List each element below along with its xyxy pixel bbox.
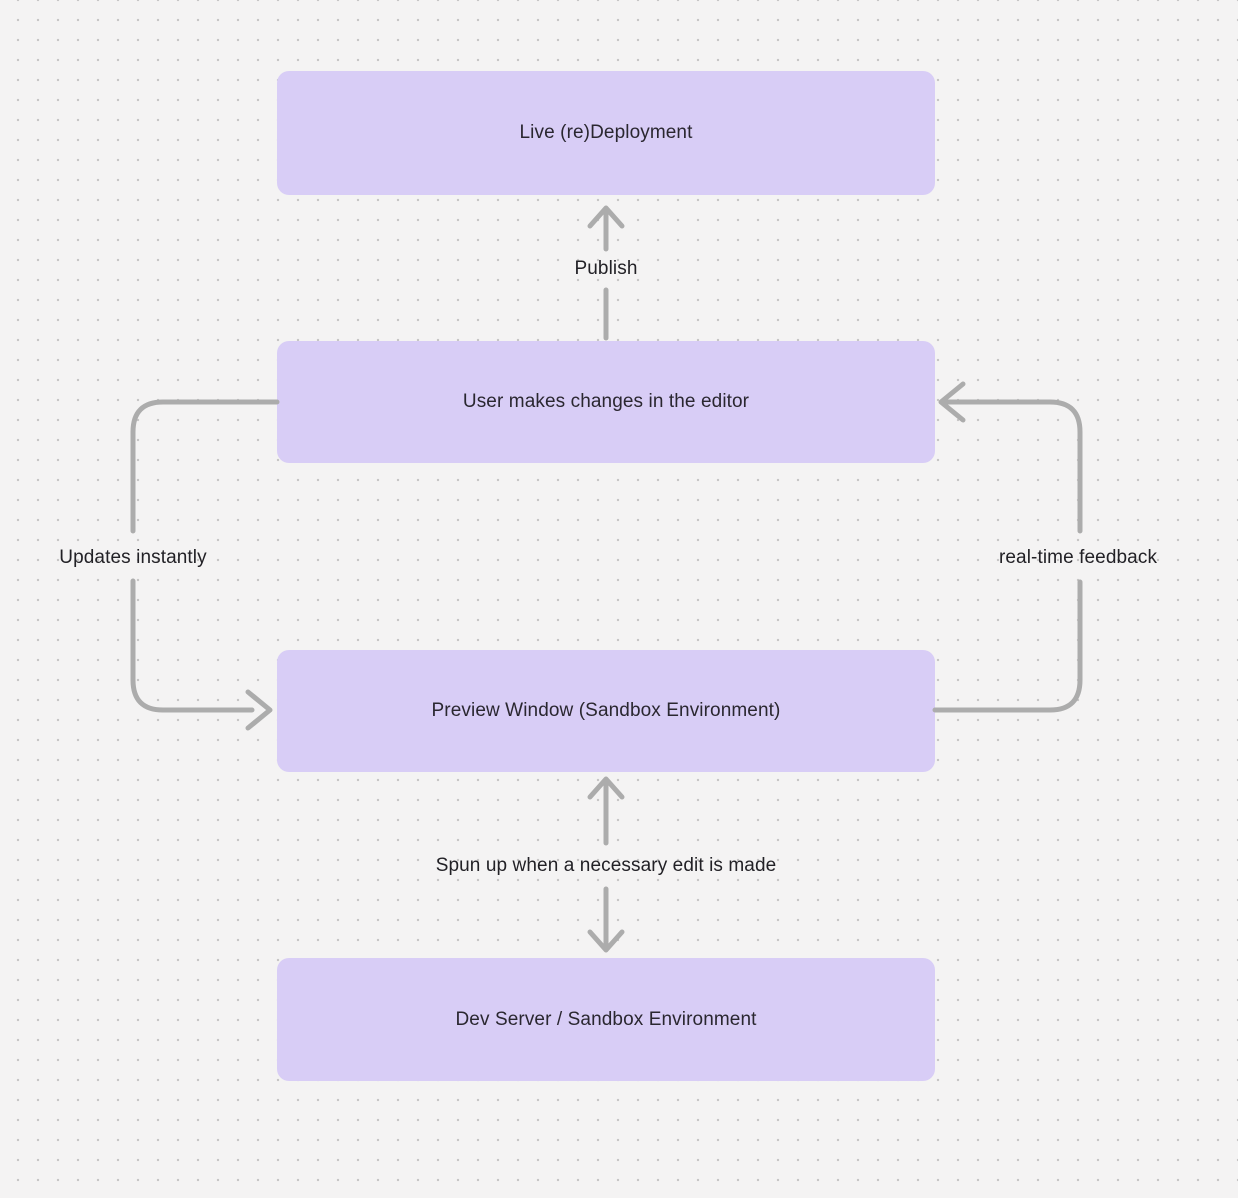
edge-label-realtime-feedback: real-time feedback: [998, 547, 1158, 568]
arrowhead-right-icon: [245, 689, 273, 731]
arrowhead-down-icon: [587, 929, 625, 953]
node-preview-label: Preview Window (Sandbox Environment): [431, 700, 781, 721]
node-live-deployment: Live (re)Deployment: [277, 71, 935, 195]
arrowhead-up-icon: [587, 776, 625, 800]
edge-label-publish: Publish: [574, 258, 638, 279]
node-editor: User makes changes in the editor: [277, 341, 935, 463]
node-editor-label: User makes changes in the editor: [462, 391, 750, 412]
node-preview: Preview Window (Sandbox Environment): [277, 650, 935, 772]
node-dev-server-label: Dev Server / Sandbox Environment: [455, 1008, 757, 1030]
arrowhead-left-icon: [938, 381, 966, 423]
arrowhead-up-icon: [587, 205, 625, 229]
node-live-deployment-label: Live (re)Deployment: [519, 122, 693, 143]
edge-label-updates-instantly: Updates instantly: [59, 547, 207, 568]
node-dev-server: Dev Server / Sandbox Environment: [277, 958, 935, 1081]
edge-label-spun-up: Spun up when a necessary edit is made: [435, 855, 777, 876]
